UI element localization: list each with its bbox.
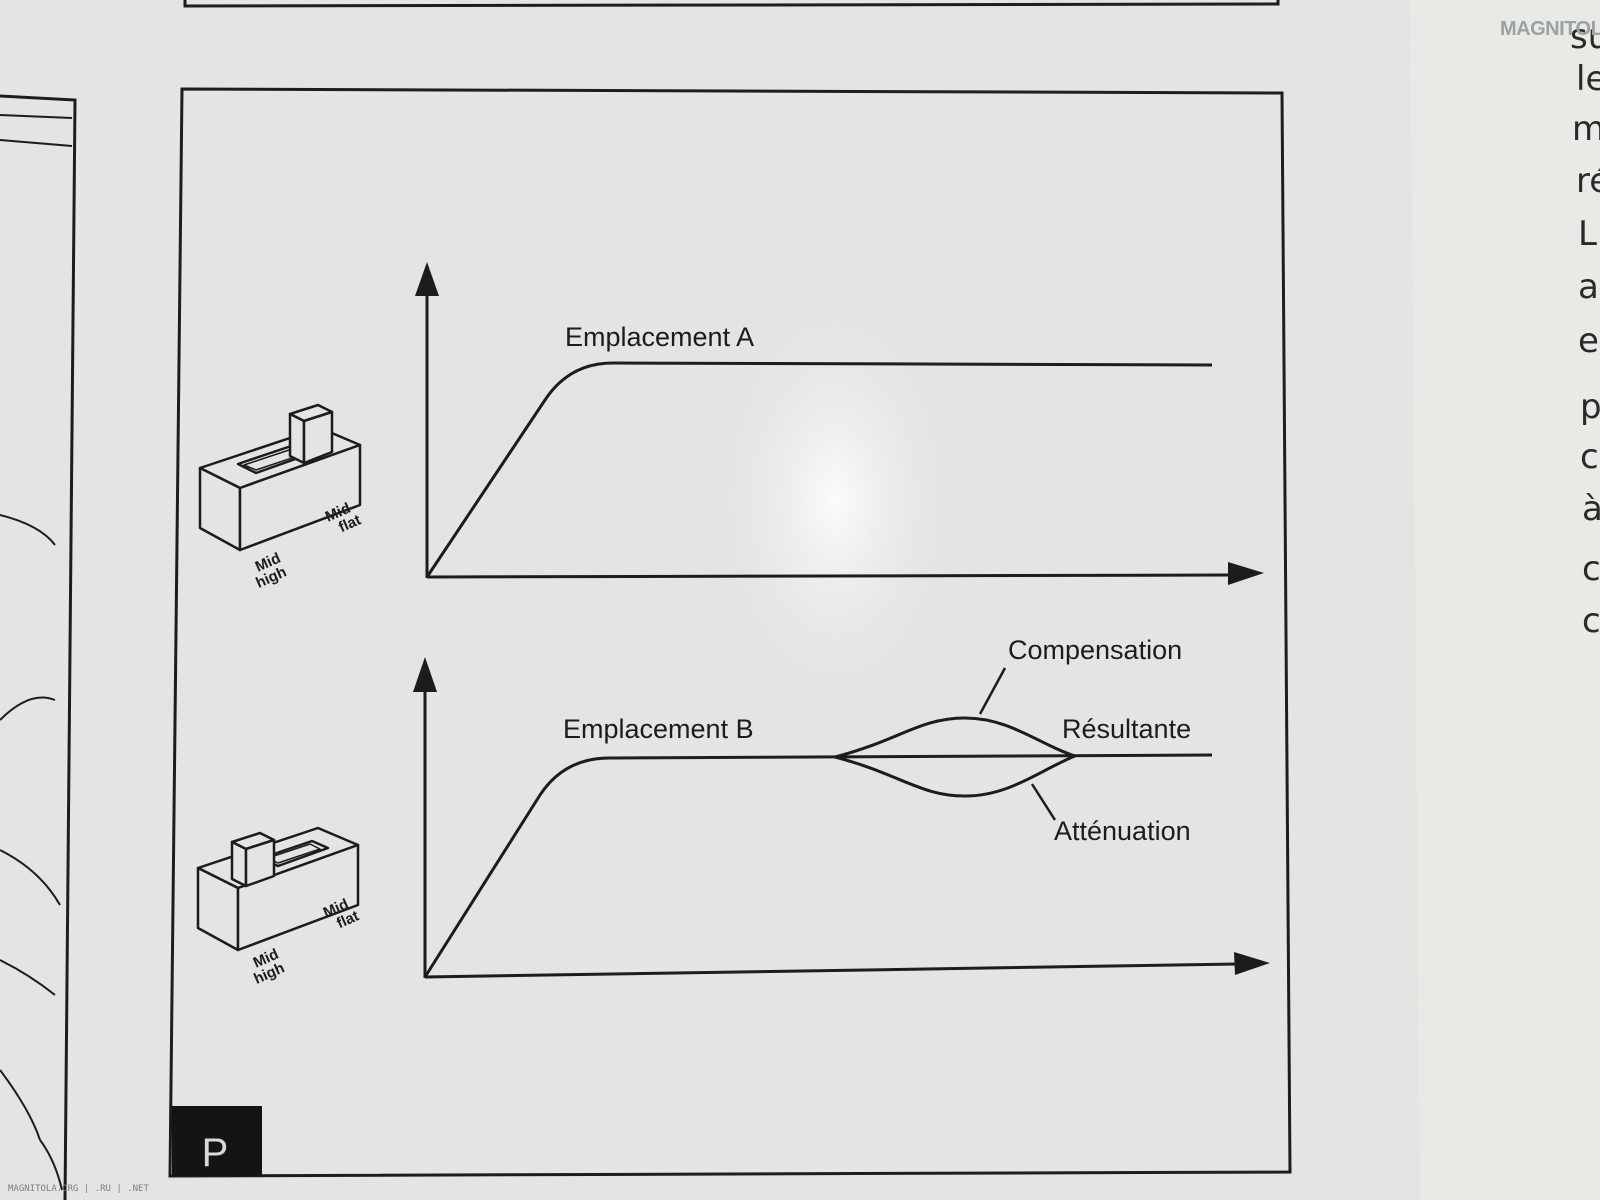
panel-b-x-arrow [1234, 952, 1270, 975]
margin-fragment: c [1580, 437, 1599, 477]
panel-a-x-axis [426, 573, 1233, 579]
photo-glare [725, 315, 945, 685]
margin-fragment: L [1578, 214, 1597, 254]
panel-b-x-axis [424, 962, 1239, 979]
margin-fragment: c [1582, 549, 1600, 589]
panel-a-switch-icon [198, 403, 362, 552]
page-sheet [0, 0, 1420, 1200]
left-neighbor-figure [0, 94, 77, 1200]
watermark-logo: MAGNITOLA [1500, 18, 1600, 40]
margin-fragment: le [1576, 59, 1600, 99]
panel-a-response-curve [425, 361, 1213, 578]
margin-fragment: ré [1576, 161, 1600, 201]
panel-b-result-label: Résultante [1062, 714, 1191, 744]
section-badge-label: P [202, 1131, 229, 1175]
panel-b-boost-label: Compensation [1008, 635, 1182, 665]
panel-b-result-curve [423, 753, 1213, 978]
panel-a-x-arrow [1228, 562, 1264, 585]
margin-fragment: c [1582, 601, 1600, 641]
diagram-frame [168, 87, 1292, 1178]
panel-b-cut-leader [1030, 783, 1057, 821]
panel-b-title: Emplacement B [563, 714, 754, 744]
right-column-text: su le m ré L a e p c à c c [1570, 17, 1600, 641]
margin-fragment: p [1580, 387, 1600, 427]
margin-fragment: à [1582, 489, 1600, 529]
panel-a-title: Emplacement A [565, 322, 754, 352]
section-badge: P [172, 1106, 262, 1176]
panel-b-boost-leader [978, 667, 1007, 715]
panel-b-boost-curve [834, 716, 1076, 759]
margin-fragment: m [1572, 109, 1600, 149]
panel-b-cut-label: Atténuation [1054, 816, 1191, 846]
panel-b-y-arrow [413, 657, 437, 692]
margin-fragment: a [1578, 267, 1599, 307]
panel-b-switch-icon [196, 826, 360, 952]
top-frame [183, 0, 1280, 8]
margin-fragment: su [1570, 17, 1600, 57]
margin-fragment: e [1578, 321, 1599, 361]
panel-a-y-arrow [415, 262, 439, 296]
footer-credit: MAGNITOLA.ORG | .RU | .NET [8, 1184, 149, 1194]
right-page-edge [1410, 0, 1600, 1200]
panel-b-cut-curve [834, 754, 1076, 798]
panel-a: Emplacement A Midhigh Midflat [198, 262, 1264, 592]
